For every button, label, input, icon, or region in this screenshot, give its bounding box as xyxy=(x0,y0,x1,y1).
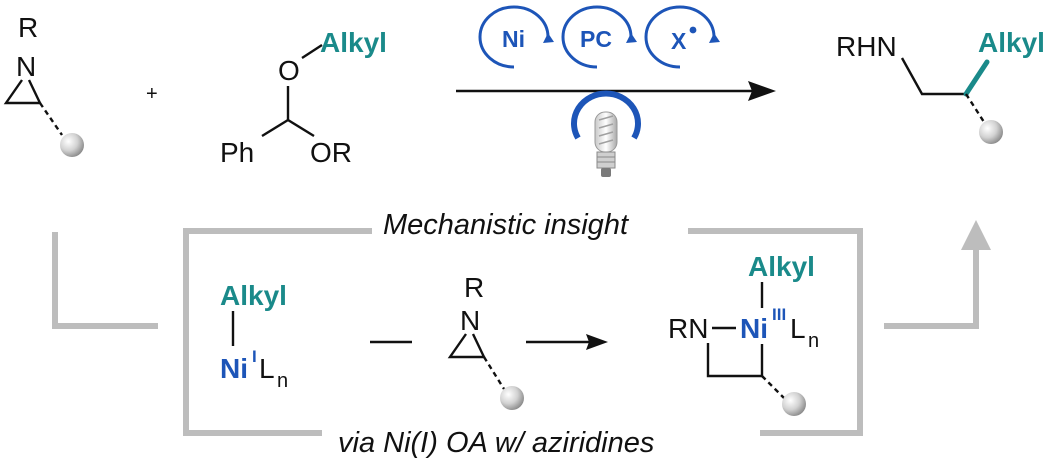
ni-complex-n-subscript: n xyxy=(277,370,288,392)
metallacycle-dashed-bond xyxy=(761,375,787,401)
acetal-alkyl-label: Alkyl xyxy=(320,27,387,58)
oa-arrowhead xyxy=(586,334,608,350)
pc-cycle-label: PC xyxy=(580,26,612,52)
acetal-or-label: OR xyxy=(310,137,352,168)
mech-aziridine-n-label: N xyxy=(460,305,480,336)
substituent-sphere-icon xyxy=(782,392,806,416)
mech-aziridine-r-label: R xyxy=(464,272,484,303)
metallacycle-ring xyxy=(706,343,764,378)
acetal-bond-c-or xyxy=(287,118,315,138)
mech-aziridine-dashed-bond xyxy=(482,356,506,390)
ni-cycle-icon: Ni xyxy=(478,5,554,69)
aziridine-n-label: N xyxy=(16,51,36,82)
mechanism-title: Mechanistic insight xyxy=(383,209,630,241)
ni-complex-ligand-label: L xyxy=(259,353,275,384)
ni-complex-metal-label: Ni xyxy=(220,353,248,384)
ni-cycle-label: Ni xyxy=(502,26,525,52)
reaction-arrowhead xyxy=(748,81,776,101)
right-connector-arrow xyxy=(884,250,979,329)
ni-complex-oxidation-label: I xyxy=(252,347,257,366)
acetal-o-label: O xyxy=(278,55,300,86)
right-connector-arrowhead xyxy=(961,220,991,250)
ni-iii-metal-label: Ni xyxy=(740,313,768,344)
radical-cycle-label: X xyxy=(671,28,687,54)
product-chain-bonds xyxy=(900,57,966,96)
radical-dot-icon xyxy=(689,26,697,34)
acetal-bond-o-alkyl xyxy=(301,43,323,60)
product-bold-wedge xyxy=(963,59,990,97)
aziridine-ring xyxy=(3,79,42,105)
ni-iii-n-subscript: n xyxy=(808,330,819,352)
product: RHN Alkyl xyxy=(836,27,1045,144)
acetal-ph-label: Ph xyxy=(220,137,254,168)
left-connector-arrow xyxy=(52,232,158,329)
aziridine-r-label: R xyxy=(18,12,38,43)
product-alkyl-label: Alkyl xyxy=(978,27,1045,58)
mechanism-caption: via Ni(I) OA w/ aziridines xyxy=(338,427,654,459)
ni-iii-ligand-label: L xyxy=(790,313,806,344)
ni-iii-oxidation-label: III xyxy=(772,305,786,324)
frame-right-bracket xyxy=(688,228,863,436)
catalyst-cycles: Ni PC X xyxy=(478,5,720,69)
plus-sign: + xyxy=(146,83,158,105)
reactant-aziridine: R N xyxy=(3,12,84,157)
acetal-bond-c-ph xyxy=(261,118,289,138)
ni-iii-alkyl-label: Alkyl xyxy=(748,251,815,282)
product-rhn-label: RHN xyxy=(836,31,897,62)
ni-iii-rn-label: RN xyxy=(668,313,708,344)
frame-left-bracket xyxy=(183,228,372,436)
substituent-sphere-icon xyxy=(979,120,1003,144)
product-dashed-bond xyxy=(964,93,986,123)
ni-i-complex: Alkyl Ni I L n xyxy=(220,280,288,392)
ni-iii-azametallacycle: Alkyl RN Ni III L n xyxy=(668,251,819,416)
mech-aziridine-ring xyxy=(447,333,486,359)
reactant-acetal: Alkyl O Ph OR xyxy=(220,27,387,168)
pc-cycle-icon: PC xyxy=(561,5,637,69)
substituent-sphere-icon xyxy=(60,133,84,157)
mechanism-aziridine: R N xyxy=(447,272,524,410)
bulb-icon xyxy=(571,90,641,177)
radical-cycle-icon: X xyxy=(644,5,720,69)
ni-complex-alkyl-label: Alkyl xyxy=(220,280,287,311)
aziridine-dashed-bond xyxy=(39,102,63,136)
substituent-sphere-icon xyxy=(500,386,524,410)
